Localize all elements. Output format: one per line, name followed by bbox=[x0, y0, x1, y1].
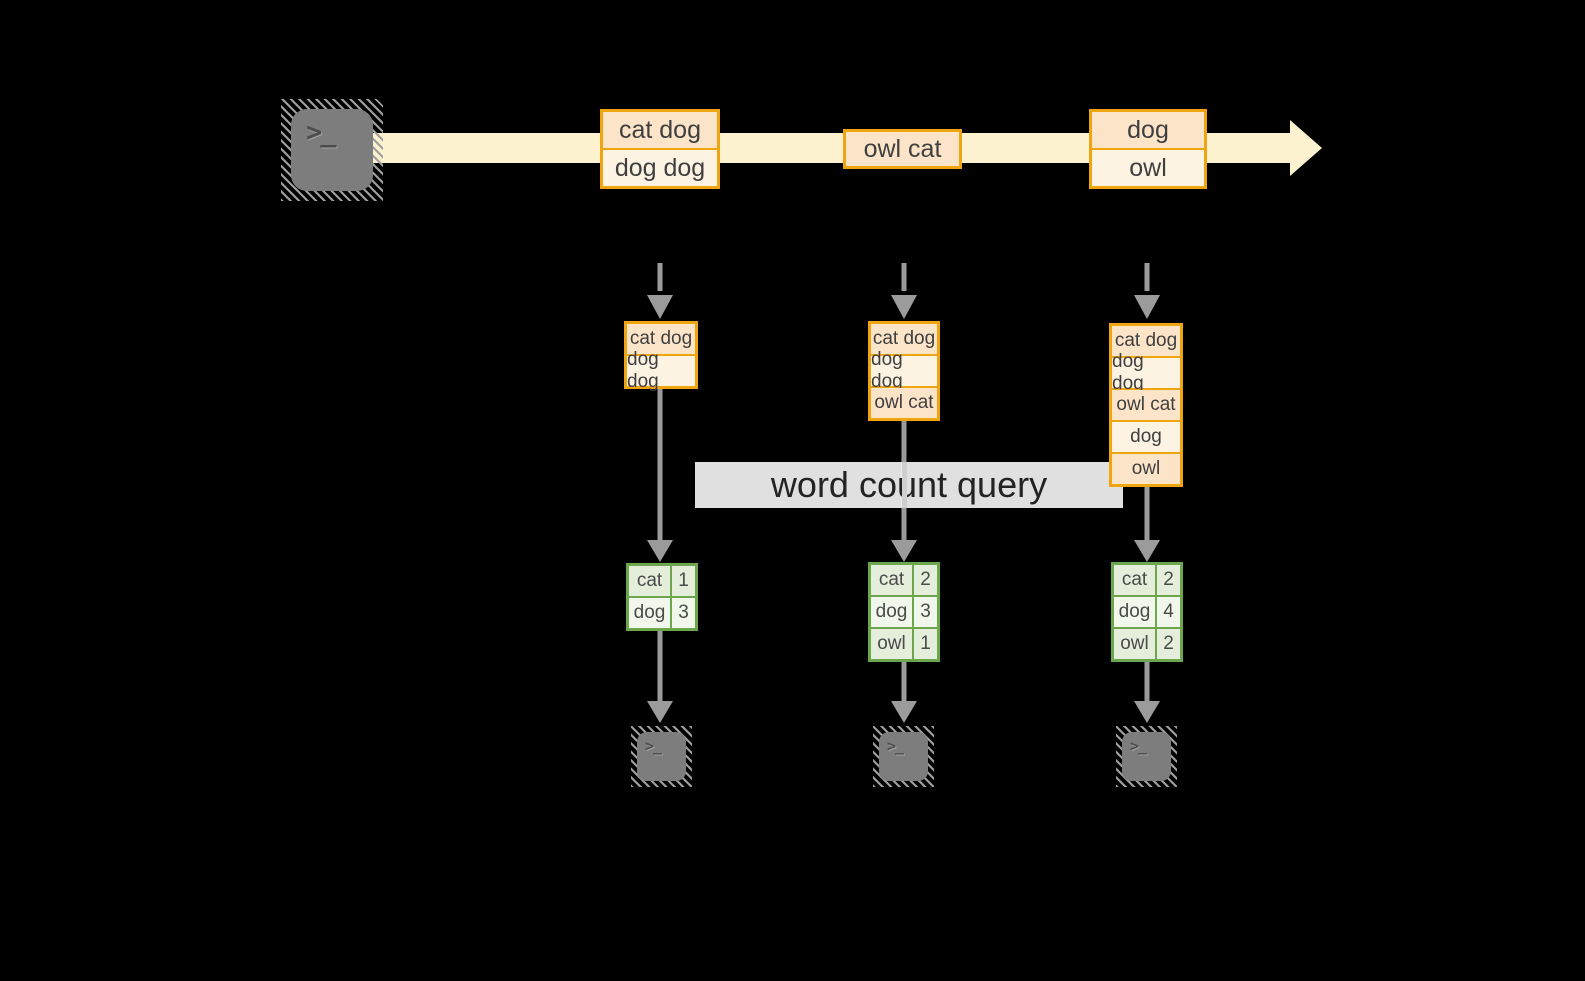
arrow-through-banner bbox=[902, 462, 907, 508]
terminal-body: >_ bbox=[1122, 732, 1171, 781]
count-table-2: cat 2 dog 3 owl 1 bbox=[868, 562, 940, 662]
window-cell: cat dog bbox=[627, 324, 695, 354]
terminal-body: >_ bbox=[879, 732, 928, 781]
message-cell: owl bbox=[1092, 150, 1204, 186]
count-value: 2 bbox=[1157, 629, 1180, 659]
terminal-sink-icon-1: >_ bbox=[631, 726, 692, 787]
count-word: owl bbox=[871, 629, 912, 659]
window-cell: dog dog bbox=[1112, 351, 1180, 394]
terminal-prompt-glyph: >_ bbox=[887, 737, 904, 755]
count-table-1: cat 1 dog 3 bbox=[626, 563, 698, 631]
window-cell: owl cat bbox=[871, 388, 937, 418]
arrow-window-to-counts-3 bbox=[1134, 483, 1160, 562]
window-cell: dog bbox=[1112, 422, 1180, 452]
count-word: dog bbox=[871, 597, 912, 627]
terminal-prompt-glyph: >_ bbox=[306, 117, 336, 148]
dashed-arrow-1 bbox=[647, 263, 673, 319]
terminal-body: >_ bbox=[637, 732, 686, 781]
count-value: 2 bbox=[1157, 565, 1180, 595]
window-cell: owl cat bbox=[1112, 390, 1180, 420]
dashed-arrow-3 bbox=[1134, 263, 1160, 319]
arrow-counts-to-sink-3 bbox=[1134, 662, 1160, 723]
arrow-counts-to-sink-1 bbox=[647, 631, 673, 723]
count-value: 3 bbox=[672, 598, 695, 628]
dashed-arrow-2 bbox=[891, 263, 917, 319]
terminal-body: >_ bbox=[291, 109, 373, 191]
count-value: 4 bbox=[1157, 597, 1180, 627]
count-value: 1 bbox=[914, 629, 937, 659]
count-value: 1 bbox=[672, 566, 695, 596]
terminal-prompt-glyph: >_ bbox=[1130, 737, 1147, 755]
window-cell: dog dog bbox=[627, 349, 695, 392]
terminal-prompt-glyph: >_ bbox=[645, 737, 662, 755]
count-word: dog bbox=[1114, 597, 1155, 627]
stream-message-box-2: owl cat bbox=[843, 129, 962, 169]
arrow-window-to-counts-1 bbox=[647, 387, 673, 562]
terminal-sink-icon-2: >_ bbox=[873, 726, 934, 787]
window-cell: cat dog bbox=[871, 324, 937, 354]
message-cell: owl cat bbox=[846, 132, 959, 166]
count-word: dog bbox=[629, 598, 670, 628]
count-word: cat bbox=[871, 565, 912, 595]
message-cell: cat dog bbox=[603, 112, 717, 148]
count-value: 2 bbox=[914, 565, 937, 595]
window-stack-2: cat dog dog dog owl cat bbox=[868, 321, 940, 421]
window-stack-1: cat dog dog dog bbox=[624, 321, 698, 392]
count-word: cat bbox=[629, 566, 670, 596]
window-cell: owl bbox=[1112, 454, 1180, 484]
stream-message-box-3: dog owl bbox=[1089, 109, 1207, 189]
arrow-counts-to-sink-2 bbox=[891, 662, 917, 723]
query-banner: word count query bbox=[695, 462, 1123, 508]
message-cell: dog dog bbox=[603, 150, 717, 186]
message-cell: dog bbox=[1092, 112, 1204, 148]
count-table-3: cat 2 dog 4 owl 2 bbox=[1111, 562, 1183, 662]
count-word: owl bbox=[1114, 629, 1155, 659]
stream-message-box-1: cat dog dog dog bbox=[600, 109, 720, 189]
count-value: 3 bbox=[914, 597, 937, 627]
terminal-sink-icon-3: >_ bbox=[1116, 726, 1177, 787]
window-cell: cat dog bbox=[1112, 326, 1180, 356]
count-word: cat bbox=[1114, 565, 1155, 595]
terminal-source-icon: >_ bbox=[281, 99, 383, 201]
window-stack-3: cat dog dog dog owl cat dog owl bbox=[1109, 323, 1183, 487]
window-cell: dog dog bbox=[871, 349, 937, 392]
